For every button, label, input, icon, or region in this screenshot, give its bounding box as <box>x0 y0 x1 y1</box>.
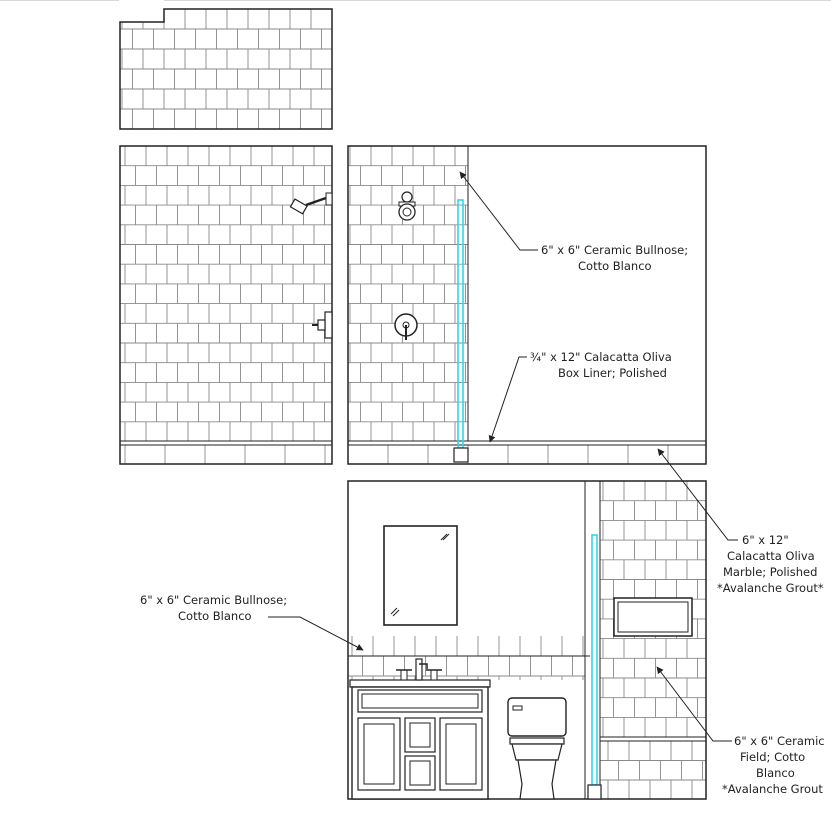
callout-marble-field-line2: Calacatta Oliva <box>727 549 815 563</box>
valve-side-icon <box>312 311 333 339</box>
callout-ceramic-field: 6" x 6" Ceramic Field; Cotto Blanco *Ava… <box>722 734 825 796</box>
callout-bullnose-upper-line2: Cotto Blanco <box>578 259 652 273</box>
callout-ceramic-field-line4: *Avalanche Grout <box>722 782 823 796</box>
valve-icon <box>394 313 418 340</box>
elevation-panel-a <box>119 8 333 130</box>
mirror-icon <box>383 525 458 626</box>
glass-base <box>453 447 469 463</box>
callout-box-liner-line2: Box Liner; Polished <box>558 366 667 380</box>
callout-bullnose-lower-line1: 6" x 6" Ceramic Bullnose; <box>140 593 287 607</box>
callout-ceramic-field-line3: Blanco <box>756 766 795 780</box>
elevation-panel-b <box>119 145 333 465</box>
elevation-panel-d <box>347 480 707 800</box>
vanity-icon <box>349 679 491 800</box>
callout-box-liner-line1: ¾" x 12" Calacatta Oliva <box>530 350 672 364</box>
callout-bullnose-lower: 6" x 6" Ceramic Bullnose; Cotto Blanco <box>140 593 287 623</box>
callout-bullnose-upper: 6" x 6" Ceramic Bullnose; Cotto Blanco <box>541 243 688 273</box>
callout-marble-field-line4: *Avalanche Grout* <box>717 581 824 595</box>
shower-head-front-icon <box>398 191 416 221</box>
niche-icon <box>613 597 693 637</box>
callout-marble-field-line1: 6" x 12" <box>742 533 789 547</box>
glass-base-lower <box>587 784 602 800</box>
callout-box-liner: ¾" x 12" Calacatta Oliva Box Liner; Poli… <box>530 350 672 380</box>
toilet-icon <box>507 697 567 800</box>
callout-bullnose-lower-line2: Cotto Blanco <box>178 609 252 623</box>
callout-leaders <box>268 171 738 742</box>
callout-marble-field: 6" x 12" Calacatta Oliva Marble; Polishe… <box>717 533 824 595</box>
glass-panel-lower <box>591 534 598 786</box>
elevation-panel-c <box>347 145 707 465</box>
tile-pattern-layer <box>119 0 706 799</box>
callout-ceramic-field-line1: 6" x 6" Ceramic <box>734 734 825 748</box>
callout-ceramic-field-line2: Field; Cotto <box>740 750 805 764</box>
glass-panel <box>457 199 464 449</box>
callout-marble-field-line3: Marble; Polished <box>723 565 817 579</box>
faucet-icon <box>396 658 442 681</box>
shower-head-icon <box>289 192 333 215</box>
top-border <box>0 0 831 1</box>
callout-bullnose-upper-line1: 6" x 6" Ceramic Bullnose; <box>541 243 688 257</box>
